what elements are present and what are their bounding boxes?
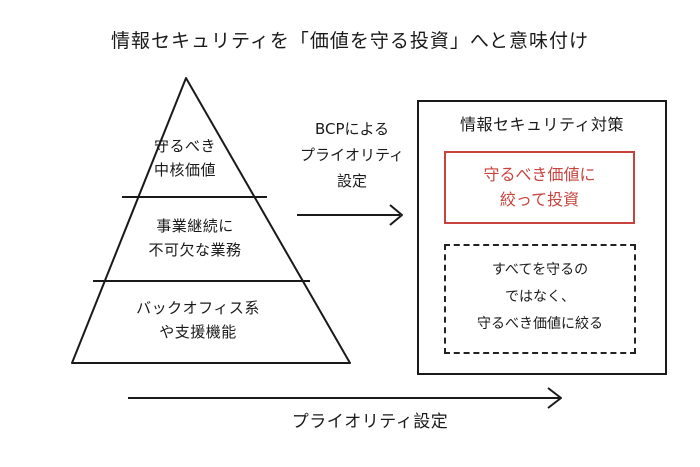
bottom-arrow-head [547, 387, 562, 409]
bottom-arrow-label: プライオリティ設定 [291, 412, 449, 432]
pyramid-tier-middle-line: 不可欠な業務 [148, 241, 242, 259]
middle-arrow-label-line: プライオリティ [299, 146, 405, 164]
pyramid-tier-bottom-line: バックオフィス系 [136, 299, 260, 317]
note-box-line: ではなく、 [505, 289, 575, 305]
highlight-box-line: 絞って投資 [499, 190, 580, 209]
middle-arrow-label-line: BCPによる [314, 120, 390, 138]
pyramid-tier-bottom: バックオフィス系 や支援機能 [108, 296, 288, 344]
note-box: すべてを守るの ではなく、 守るべき価値に絞る [444, 244, 636, 354]
pyramid-tier-middle-line: 事業継続に [156, 217, 234, 235]
pyramid-outline [71, 77, 351, 364]
measures-box-title: 情報セキュリティ対策 [459, 115, 625, 134]
highlight-box-line: 守るべき価値に [483, 165, 596, 184]
middle-arrow-head [389, 204, 403, 226]
pyramid-tier-top-line: 中核価値 [153, 161, 216, 179]
highlight-box: 守るべき価値に 絞って投資 [444, 151, 635, 224]
note-box-line: 守るべき価値に絞る [477, 316, 603, 332]
middle-arrow-label-line: 設定 [336, 172, 367, 190]
note-box-line: すべてを守るの [491, 262, 589, 278]
pyramid-tier-middle: 事業継続に 不可欠な業務 [115, 214, 275, 262]
diagram-title: 情報セキュリティを「価値を守る投資」へと意味付け [111, 30, 589, 52]
middle-arrow-label: BCPによる プライオリティ 設定 [292, 116, 412, 194]
measures-box-outline [417, 100, 667, 375]
pyramid-tier-top: 守るべき 中核価値 [140, 134, 230, 182]
pyramid-tier-top-line: 守るべき [153, 137, 216, 155]
pyramid-tier-bottom-line: や支援機能 [159, 323, 237, 341]
